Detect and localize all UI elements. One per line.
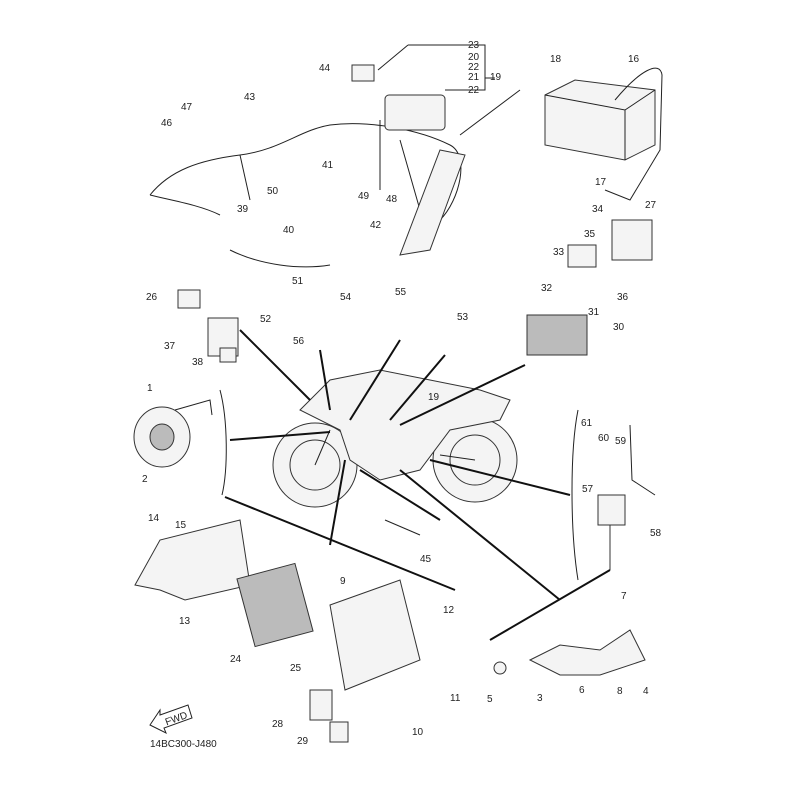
part-label: 35 [584, 229, 596, 240]
part-label: 6 [579, 685, 585, 696]
part-label: 19 [428, 392, 440, 403]
part-label: 44 [319, 63, 331, 74]
part-label: 17 [595, 177, 607, 188]
connector-23 [351, 64, 375, 82]
part-label: 20 [468, 52, 480, 63]
part-label: 36 [617, 292, 629, 303]
part-label: 22 [468, 62, 480, 73]
part-label: 40 [283, 225, 295, 236]
starter-relay-30 [526, 314, 588, 356]
bracket-13 [134, 519, 251, 601]
connector-29 [329, 721, 349, 743]
part-label: 41 [322, 160, 334, 171]
part-label: 9 [340, 576, 346, 587]
part-label: 10 [412, 727, 424, 738]
battery [544, 79, 656, 161]
part-label: 15 [175, 520, 187, 531]
part-label: 51 [292, 276, 304, 287]
part-label: 3 [537, 693, 543, 704]
relay-38 [219, 347, 237, 363]
connector-28 [309, 689, 333, 721]
part-label: 52 [260, 314, 272, 325]
part-label: 13 [179, 616, 191, 627]
part-label: 18 [550, 54, 562, 65]
part-label: 11 [450, 693, 461, 704]
part-label: 7 [621, 591, 627, 602]
part-label: 31 [588, 307, 600, 318]
part-label: 59 [615, 436, 627, 447]
part-label: 26 [146, 292, 158, 303]
part-label: 54 [340, 292, 352, 303]
part-label: 43 [244, 92, 256, 103]
part-label: 49 [358, 191, 370, 202]
part-label: 21 [468, 72, 480, 83]
part-label: 24 [230, 654, 242, 665]
part-label: 25 [290, 663, 302, 674]
harness-sleeve [399, 149, 466, 256]
part-labels: 1 2 3 4 5 6 7 8 9 10 11 12 13 14 15 16 1… [142, 40, 662, 747]
part-label: 32 [541, 283, 553, 294]
part-label: 53 [457, 312, 469, 323]
part-label: 37 [164, 341, 176, 352]
sensor-bracket [528, 629, 646, 676]
fwd-arrow-icon: FWD [149, 704, 193, 735]
part-label: 28 [272, 719, 284, 730]
part-label: 56 [293, 336, 305, 347]
part-label: 30 [613, 322, 625, 333]
part-label: 4 [643, 686, 649, 697]
part-label: 16 [628, 54, 640, 65]
part-label: 42 [370, 220, 382, 231]
relay-26 [177, 289, 201, 309]
part-label: 46 [161, 118, 173, 129]
part-label: 23 [468, 40, 480, 51]
part-label: 47 [181, 102, 193, 113]
part-label: 27 [645, 200, 657, 211]
rectifier-24 [236, 562, 314, 648]
callout-lines [224, 329, 611, 641]
part-label: 60 [598, 433, 610, 444]
part-label: 34 [592, 204, 604, 215]
part-label: 57 [582, 484, 594, 495]
part-label: 2 [142, 474, 148, 485]
switch-57 [597, 494, 626, 570]
part-label: 12 [443, 605, 455, 616]
bracket-9 [329, 579, 421, 691]
part-27 [611, 219, 653, 261]
starter-relay [567, 244, 597, 268]
wire-harness [149, 89, 521, 268]
part-label: 55 [395, 287, 407, 298]
part-label: 14 [148, 513, 160, 524]
diagram-code: 14BC300-J480 [150, 739, 217, 750]
part-label: 33 [553, 247, 565, 258]
part-label: 50 [267, 186, 279, 197]
part-label: 5 [487, 694, 493, 705]
part-label: 58 [650, 528, 662, 539]
motorcycle [272, 369, 518, 508]
part-label: 48 [386, 194, 398, 205]
part-label: 39 [237, 204, 249, 215]
part-label: 29 [297, 736, 309, 747]
part-label: 38 [192, 357, 204, 368]
fuse-box [384, 94, 446, 131]
part-label: 1 [147, 383, 153, 394]
collar-5 [493, 661, 507, 675]
part-label: 45 [420, 554, 432, 565]
part-label: 19 [490, 72, 502, 83]
part-label: 8 [617, 686, 623, 697]
part-label: 22 [468, 85, 480, 96]
part-label: 61 [581, 418, 593, 429]
battery-cable [604, 67, 663, 201]
